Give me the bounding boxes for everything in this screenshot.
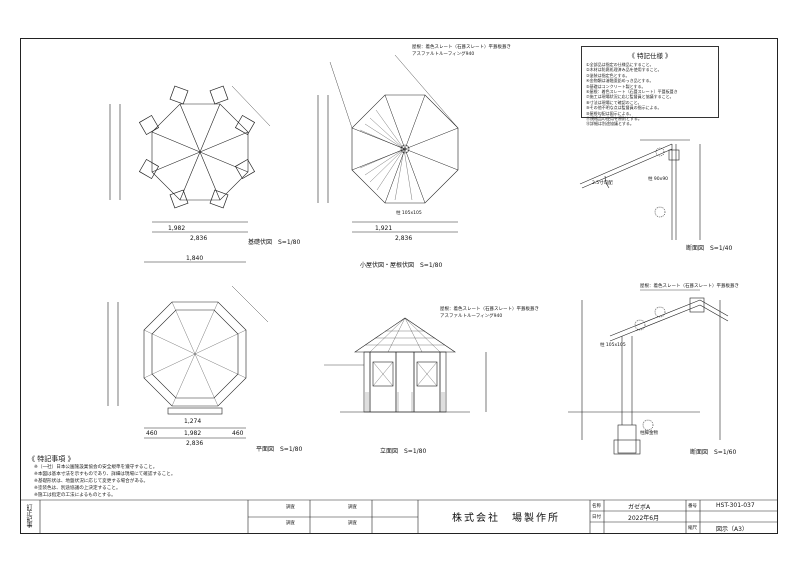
- column-callout: 柱 105x105: [396, 211, 422, 216]
- view-title-roof-plan: 小屋伏図・屋根伏図 S=1/80: [360, 262, 443, 269]
- spec-line: ⑩屋根勾配は図示による。: [586, 110, 634, 116]
- spec-line: ③塗装は指定色とする。: [586, 72, 630, 78]
- dim-label: 2,836: [186, 440, 204, 447]
- scale-label: 縮尺: [688, 526, 697, 531]
- spec-line: ⑨その他不明な点は監督員の指示による。: [586, 105, 662, 111]
- spec-line: ⑥屋根：着色スレート（石葺スレート）平葺板葺き: [586, 89, 678, 95]
- dim-label: 1,274: [184, 418, 202, 425]
- asphalt-callout: アスファルトルーフィング940: [440, 314, 503, 319]
- spec-title: 《 特記仕様 》: [628, 52, 672, 60]
- dim-label: 460: [232, 430, 244, 437]
- drawing-frame: [20, 38, 778, 534]
- check-label: 調査: [348, 505, 357, 510]
- spec-box: 《 特記仕様 》 ①全部品は指定の仕様品にすること。 ②木材は防腐処理済み品を使…: [581, 46, 719, 126]
- dim-label: 1,982: [184, 430, 202, 437]
- small-section: [579, 139, 701, 240]
- check-label: 調査: [286, 521, 295, 526]
- dim-label: 1,840: [186, 255, 204, 262]
- floor-plan: [107, 261, 269, 439]
- asphalt-callout: アスファルトルーフィング940: [412, 52, 475, 57]
- note-line: ※施工は指定の工法によるものとする。: [34, 493, 116, 498]
- check-label: 調査: [286, 505, 295, 510]
- note-line: ※塗装色は、別途協議の上決定すること。: [34, 486, 121, 491]
- revision-label: 訂正記事: [25, 504, 32, 528]
- large-section: [568, 289, 729, 455]
- dim-label: 2,836: [190, 235, 208, 242]
- post-callout: 柱 90x90: [648, 177, 669, 182]
- view-title-floor-plan: 平面図 S=1/80: [256, 446, 303, 453]
- date-label: 日付: [592, 515, 601, 520]
- note-line: ※（一社）日本公園施設業協会の安全規準を遵守すること。: [34, 465, 158, 470]
- drawing-date: 2022年6月: [628, 515, 660, 522]
- drawing-number: HST-301-037: [716, 502, 755, 509]
- spec-line: ⑪規格品の使用を原則とする。: [586, 116, 642, 122]
- roof-material-callout: 屋根：着色スレート（石葺スレート）平葺板葺き: [412, 45, 511, 50]
- pillar-foundation-callout: 柱脚金物: [640, 431, 658, 436]
- check-label: 調査: [348, 521, 357, 526]
- foundation-plan: [109, 85, 271, 233]
- drawing-name: ガゼボA: [628, 504, 651, 511]
- note-line: ※基礎形状は、地盤状況に応じて変更する場合がある。: [34, 479, 149, 484]
- number-label: 番号: [688, 504, 697, 509]
- spec-line: ⑫詳細は別途協議とする。: [586, 121, 634, 127]
- dim-label: 2,836: [395, 235, 413, 242]
- company-name: 株式会社 場製作所: [452, 513, 560, 524]
- dim-label: 460: [146, 430, 158, 437]
- spec-line: ④金物類は溶融亜鉛めっき品とする。: [586, 78, 654, 84]
- view-title-foundation: 基礎伏図 S=1/80: [248, 239, 301, 246]
- view-title-large-section: 断面図 S=1/60: [690, 449, 737, 456]
- column-callout: 柱 105x105: [600, 343, 626, 348]
- drawing-scale: 図示（A3）: [716, 526, 748, 533]
- roof-material-callout: 屋根：着色スレート（石葺スレート）平葺板葺き: [440, 307, 539, 312]
- slope-callout: 2.5寸勾配: [592, 181, 613, 186]
- title-block-grid: [20, 499, 778, 534]
- dim-label: 1,982: [168, 225, 186, 232]
- spec-line: ⑧寸法は現場にて確認のこと。: [586, 99, 642, 105]
- spec-line: ②木材は防腐処理済み品を使用すること。: [586, 67, 662, 73]
- spec-line: ①全部品は指定の仕様品にすること。: [586, 62, 654, 67]
- dim-label: 1,921: [375, 225, 393, 232]
- spec-line: ⑦施工は現場状況に応じ監督員と協議すること。: [586, 94, 674, 100]
- view-title-elevation: 立面図 S=1/80: [380, 448, 427, 455]
- elevation-view: [324, 317, 487, 413]
- roof-plan: [317, 54, 459, 233]
- note-line: ※本図は基本寸法を示すものであり、詳細は現場にて確認すること。: [34, 472, 176, 477]
- roof-material-callout: 屋根：着色スレート（石葺スレート）平葺板葺き: [640, 284, 739, 289]
- spec-line: ⑤基礎はコンクリート製とする。: [586, 83, 646, 89]
- view-title-small-section: 断面図 S=1/40: [686, 245, 733, 252]
- name-label: 名称: [592, 504, 601, 509]
- notes-title: 《 特記事項 》: [28, 455, 75, 463]
